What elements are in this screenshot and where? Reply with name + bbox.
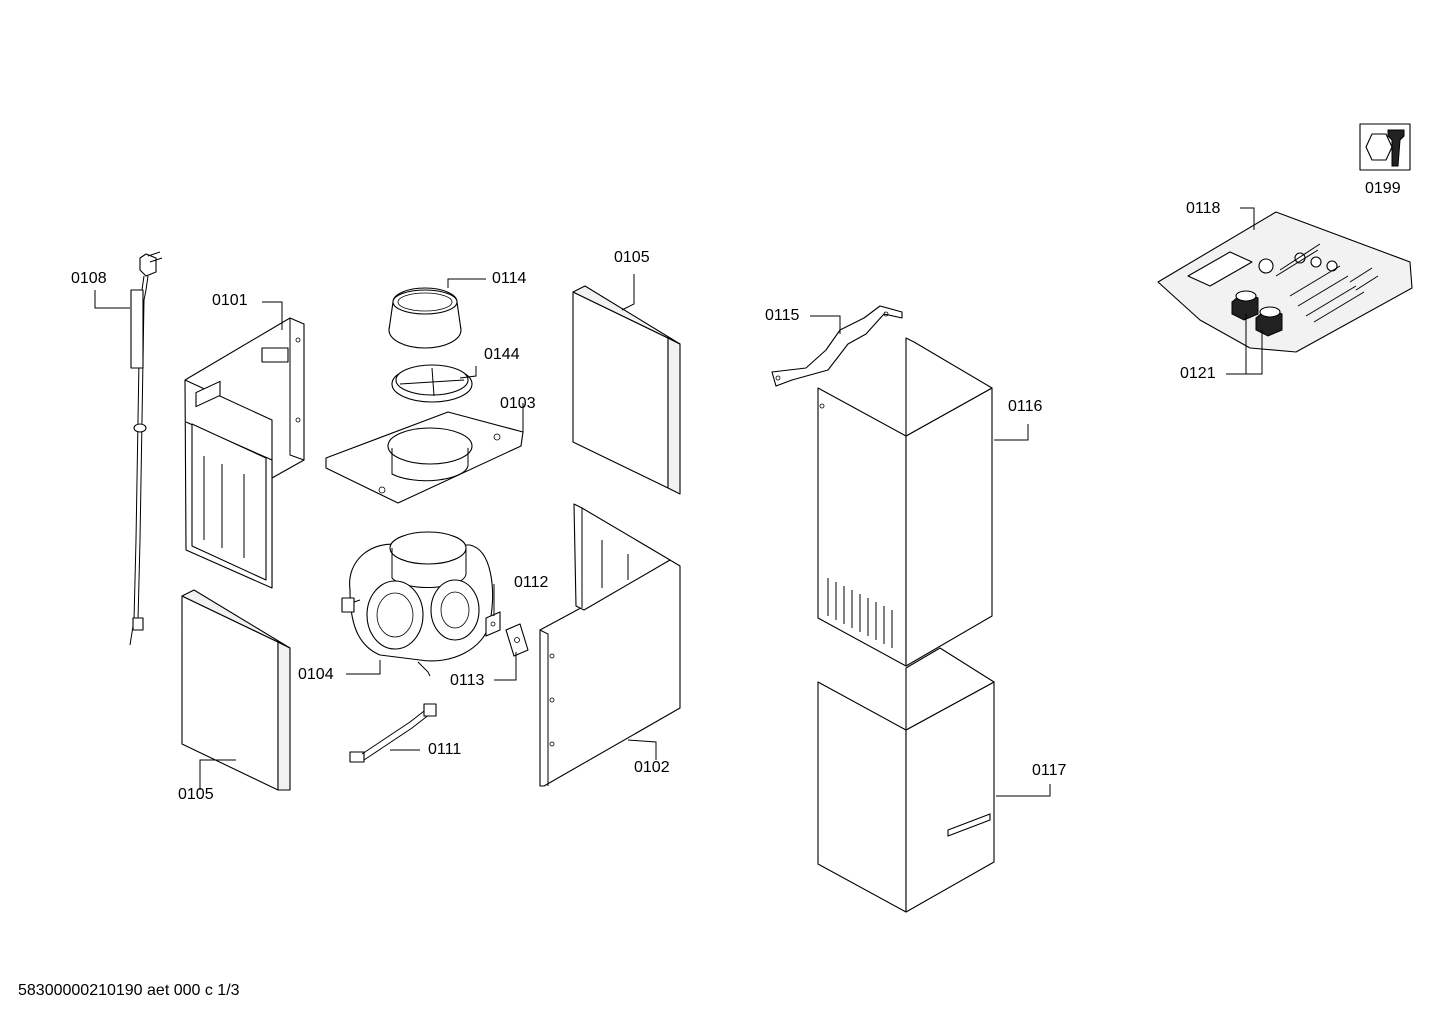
part-0103-top-plate — [325, 411, 524, 504]
label-0199: 0199 — [1365, 180, 1401, 197]
part-0111-wiring-harness — [349, 703, 437, 763]
part-0115-bracket — [771, 305, 903, 387]
label-0102: 0102 — [634, 759, 670, 776]
label-0114: 0114 — [492, 270, 527, 287]
label-0144: 0144 — [484, 346, 520, 363]
part-0101-rear-frame — [184, 317, 305, 589]
label-0113: 0113 — [450, 672, 485, 689]
label-0111: 0111 — [428, 741, 462, 758]
part-0105-side-panel-top — [572, 285, 681, 495]
label-0103: 0103 — [500, 395, 536, 412]
part-0105-side-panel-bottom — [181, 589, 291, 791]
label-0101: 0101 — [212, 292, 248, 309]
part-0114-air-ring — [388, 287, 462, 349]
part-0116-upper-chimney — [817, 337, 993, 667]
label-0117: 0117 — [1032, 762, 1067, 779]
part-0104-blower-motor — [341, 531, 494, 677]
label-0115: 0115 — [765, 307, 800, 324]
part-0108-power-cable — [129, 251, 163, 646]
drawing-reference-number: 58300000210190 aet 000 c 1/3 — [18, 982, 240, 999]
part-0112-capacitor — [485, 611, 501, 637]
part-0144-flap-ring — [391, 364, 473, 403]
part-0102-front-frame — [539, 503, 681, 787]
label-0116: 0116 — [1008, 398, 1043, 415]
part-0117-lower-chimney — [817, 647, 995, 913]
label-0118: 0118 — [1186, 200, 1221, 217]
part-0199-tool-icon — [1359, 123, 1411, 171]
label-0104: 0104 — [298, 666, 334, 683]
leader-lines — [94, 207, 1263, 797]
part-0121-knobs — [1231, 290, 1283, 337]
label-0108: 0108 — [71, 270, 107, 287]
label-0112: 0112 — [514, 574, 549, 591]
label-0121: 0121 — [1180, 365, 1216, 382]
label-0105-bottom: 0105 — [178, 786, 214, 803]
part-0113-module — [505, 623, 529, 657]
label-0105-top: 0105 — [614, 249, 650, 266]
part-0118-accessory-bag — [1157, 211, 1413, 353]
